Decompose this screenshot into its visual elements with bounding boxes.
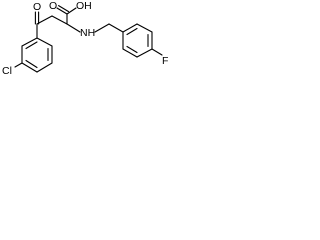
chlorine-label: Cl bbox=[2, 65, 12, 77]
ch2-alpha-bond bbox=[51, 15, 68, 25]
hydroxyl-label: OH bbox=[76, 0, 92, 12]
amine-benzyl-bond bbox=[94, 23, 110, 33]
structure-diagram: Cl O O OH NH F bbox=[2, 0, 168, 77]
acid-double-bond bbox=[56, 5, 70, 15]
fluorine-bond bbox=[151, 48, 163, 56]
chlorine-bond bbox=[14, 62, 23, 68]
fluorophenyl-ring bbox=[122, 23, 153, 58]
alpha-amine-bond bbox=[66, 23, 81, 33]
fluorine-label: F bbox=[162, 55, 168, 67]
ketone-double-bond bbox=[34, 11, 40, 25]
acid-oxygen-label: O bbox=[49, 0, 57, 12]
acid-hydroxyl-bond bbox=[66, 7, 77, 15]
benzyl-ring-bond bbox=[108, 23, 124, 33]
amine-label: NH bbox=[80, 27, 95, 39]
carbonyl-ch2-bond bbox=[36, 15, 53, 25]
ketone-oxygen-label: O bbox=[33, 1, 41, 13]
chlorophenyl-ring bbox=[21, 37, 53, 73]
